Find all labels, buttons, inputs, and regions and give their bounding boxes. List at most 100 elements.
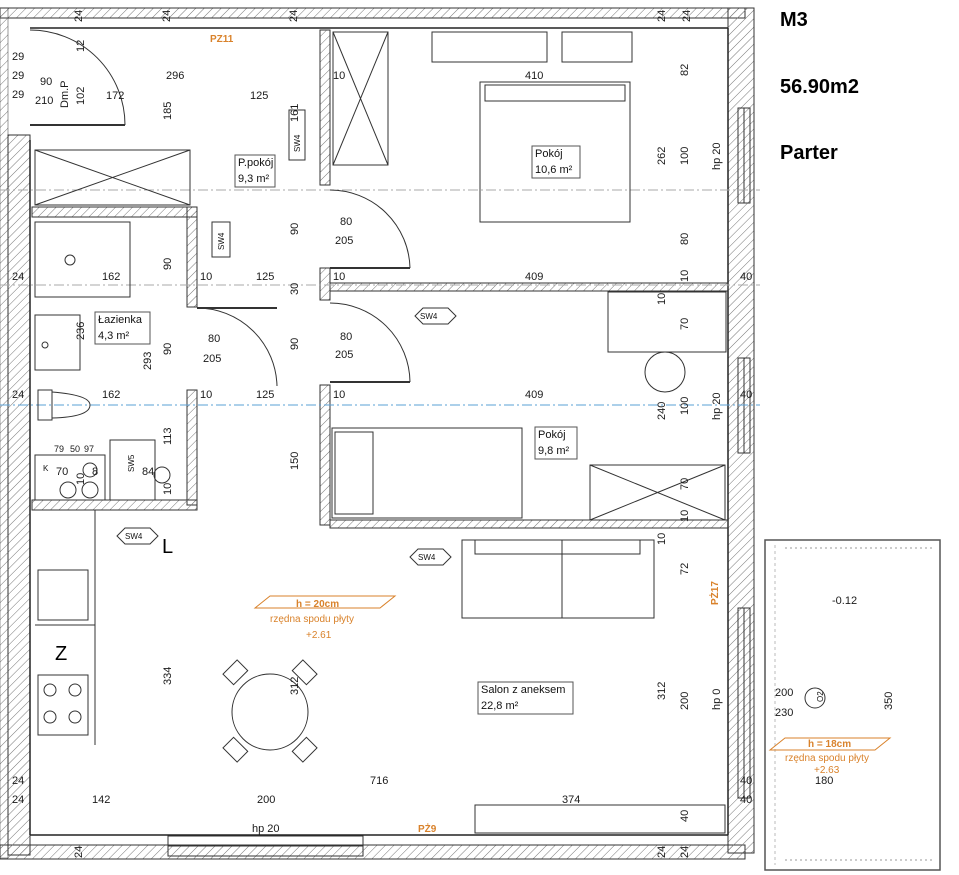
label-k: K bbox=[43, 464, 49, 473]
dim-top-24-d: 24 bbox=[656, 10, 668, 22]
dim-410: 410 bbox=[525, 70, 543, 82]
room-area-bathroom: 4,3 m² bbox=[98, 330, 130, 342]
dim-716: 716 bbox=[370, 775, 388, 787]
dim-10-g: 10 bbox=[333, 389, 345, 401]
dim-24-f: 24 bbox=[656, 846, 668, 858]
furniture bbox=[34, 31, 727, 834]
windows bbox=[167, 107, 751, 857]
dim-8: 8 bbox=[92, 466, 98, 478]
dim-79: 79 bbox=[54, 444, 64, 454]
label-pz17: PŻ17 bbox=[708, 581, 721, 605]
dim-70-c: 70 bbox=[679, 478, 691, 490]
label-hp0: hp 0 bbox=[711, 689, 723, 710]
dim-374: 374 bbox=[562, 794, 580, 806]
dim-30: 30 bbox=[289, 283, 301, 295]
room-area-hall: 9,3 m² bbox=[238, 173, 270, 185]
dim-236: 236 bbox=[75, 322, 87, 340]
room-area-room2: 9,8 m² bbox=[538, 445, 570, 457]
dim-10-f: 10 bbox=[200, 389, 212, 401]
dim-409-b: 409 bbox=[525, 389, 543, 401]
slab-label-2: rzędna spodu płyty bbox=[785, 753, 869, 764]
dim-205-b: 205 bbox=[203, 353, 221, 365]
slab-value-2: +2.63 bbox=[814, 765, 840, 776]
dim-10-b: 10 bbox=[200, 271, 212, 283]
dim-80-d: 80 bbox=[340, 331, 352, 343]
dim-125-a: 125 bbox=[250, 90, 268, 102]
slab-value-1: +2.61 bbox=[306, 630, 332, 641]
label-hp20-c: hp 20 bbox=[252, 823, 280, 835]
inner-outline bbox=[29, 27, 729, 836]
room-name-salon: Salon z aneksem bbox=[481, 684, 565, 696]
dim-top-24-e: 24 bbox=[681, 10, 693, 22]
room-name-bedroom: Pokój bbox=[535, 148, 563, 160]
dim-70-a: 70 bbox=[679, 318, 691, 330]
dim-125-c: 125 bbox=[256, 389, 274, 401]
dim-top-24-b: 24 bbox=[161, 10, 173, 22]
tag-sw4-c: SW4 bbox=[418, 553, 436, 562]
label-z: Z bbox=[55, 643, 67, 665]
dim-top-24-c: 24 bbox=[288, 10, 300, 22]
room-area-salon: 22,8 m² bbox=[481, 700, 519, 712]
dim-230: 230 bbox=[775, 707, 793, 719]
dim-12: 12 bbox=[75, 40, 87, 52]
dim-40-d: 40 bbox=[740, 794, 752, 806]
slab-h-2: h = 18cm bbox=[808, 739, 851, 750]
label-l: L bbox=[162, 536, 173, 558]
dim-72: 72 bbox=[679, 563, 691, 575]
dim-10-a: 10 bbox=[333, 70, 345, 82]
dim-200-a: 200 bbox=[679, 692, 691, 710]
dim-40-e: 40 bbox=[679, 810, 691, 822]
dim-70-b: 70 bbox=[56, 466, 68, 478]
dim-24-b: 24 bbox=[12, 389, 24, 401]
dim-29-a: 29 bbox=[12, 51, 24, 63]
label-level: -0.12 bbox=[832, 595, 857, 607]
dim-80-a: 80 bbox=[679, 233, 691, 245]
dim-262: 262 bbox=[656, 147, 668, 165]
label-o2: O2 bbox=[816, 691, 825, 702]
dim-200-c: 200 bbox=[257, 794, 275, 806]
tag-sw4-e: SW4 bbox=[217, 232, 226, 250]
dim-10-d: 10 bbox=[679, 270, 691, 282]
dim-80-b: 80 bbox=[340, 216, 352, 228]
dim-90-dm: 90 bbox=[40, 76, 52, 88]
dim-100-b: 100 bbox=[679, 397, 691, 415]
dim-24-a: 24 bbox=[12, 271, 24, 283]
dim-185: 185 bbox=[162, 102, 174, 120]
room-area-bedroom: 10,6 m² bbox=[535, 164, 573, 176]
room-name-hall: P.pokój bbox=[238, 157, 273, 169]
dim-40-a: 40 bbox=[740, 271, 752, 283]
dim-24-g: 24 bbox=[73, 846, 85, 858]
slab-markers bbox=[253, 595, 892, 751]
dim-172: 172 bbox=[106, 90, 124, 102]
apartment-area: 56.90m2 bbox=[780, 76, 859, 98]
dim-10-k: 10 bbox=[656, 533, 668, 545]
tag-dm: Dm.P bbox=[59, 81, 71, 109]
dim-10-j: 10 bbox=[679, 510, 691, 522]
dim-10-e: 10 bbox=[656, 293, 668, 305]
balcony bbox=[764, 539, 941, 871]
axis-lines bbox=[0, 189, 760, 406]
slab-label-1: rzędna spodu płyty bbox=[270, 614, 354, 625]
dim-40-c: 40 bbox=[740, 775, 752, 787]
dim-90-c: 90 bbox=[162, 343, 174, 355]
interior-walls bbox=[31, 29, 729, 529]
dim-162-a: 162 bbox=[102, 271, 120, 283]
dim-334: 334 bbox=[162, 667, 174, 685]
label-pz11: PZ11 bbox=[210, 34, 234, 45]
dim-80-c: 80 bbox=[208, 333, 220, 345]
tag-sw4-a: SW4 bbox=[420, 312, 438, 321]
tag-sw5: SW5 bbox=[127, 454, 136, 472]
dim-102: 102 bbox=[75, 87, 87, 105]
dim-24-c: 24 bbox=[12, 775, 24, 787]
dim-205-c: 205 bbox=[335, 349, 353, 361]
dim-113: 113 bbox=[162, 427, 174, 445]
dim-97: 97 bbox=[84, 444, 94, 454]
dim-296: 296 bbox=[166, 70, 184, 82]
dim-29-c: 29 bbox=[12, 89, 24, 101]
dim-90-a: 90 bbox=[289, 223, 301, 235]
dim-50: 50 bbox=[70, 444, 80, 454]
dim-205-a: 205 bbox=[335, 235, 353, 247]
dim-40-b: 40 bbox=[740, 389, 752, 401]
dim-10-h: 10 bbox=[75, 473, 87, 485]
dim-180: 180 bbox=[815, 775, 833, 787]
